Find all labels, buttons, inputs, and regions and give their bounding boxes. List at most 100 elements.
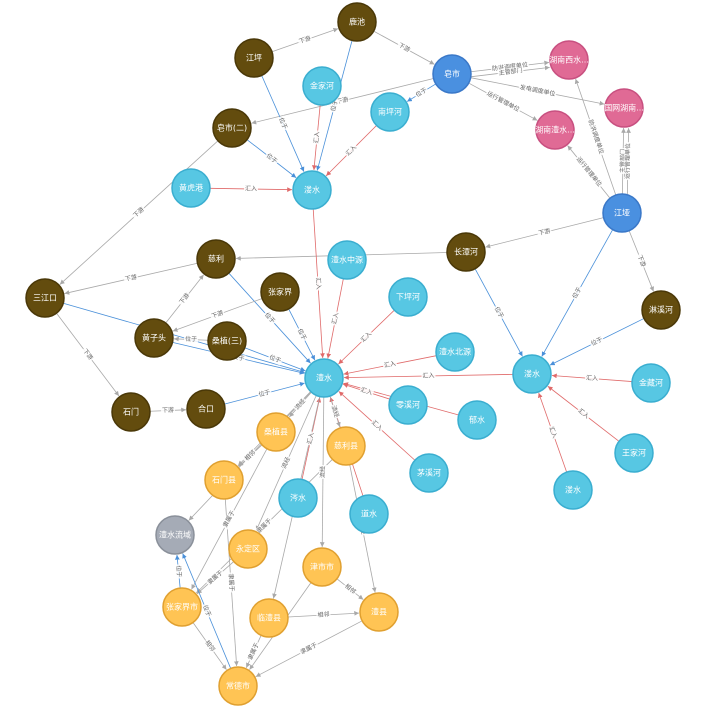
node-circle[interactable] xyxy=(388,385,428,425)
node-sangzhi3[interactable]: 桑植(三) xyxy=(207,321,247,361)
node-circle[interactable] xyxy=(553,470,593,510)
node-circle[interactable] xyxy=(370,92,410,132)
node-circle[interactable] xyxy=(432,54,472,94)
node-circle[interactable] xyxy=(292,170,332,210)
node-circle[interactable] xyxy=(327,240,367,280)
node-lishui[interactable]: 澧水 xyxy=(304,358,344,398)
node-shimenxian[interactable]: 石门县 xyxy=(204,460,244,500)
node-zhaoshi[interactable]: 皂市 xyxy=(432,54,472,94)
node-lishuibeiyuan[interactable]: 澧水北源 xyxy=(435,332,475,372)
node-circle[interactable] xyxy=(535,110,575,150)
node-lixian[interactable]: 澧县 xyxy=(359,592,399,632)
node-circle[interactable] xyxy=(604,88,644,128)
node-huangzitou[interactable]: 黄子头 xyxy=(134,318,174,358)
node-circle[interactable] xyxy=(234,38,274,78)
node-circle[interactable] xyxy=(162,587,202,627)
node-changtan[interactable]: 长潭河 xyxy=(446,232,486,272)
edge-label-group: 相邻 xyxy=(202,638,218,655)
node-jinjiahe[interactable]: 金家河 xyxy=(302,66,342,106)
node-circle[interactable] xyxy=(641,290,681,330)
node-huanghugang[interactable]: 黄虎港 xyxy=(171,168,211,208)
node-zhangjiajieshi[interactable]: 张家界市 xyxy=(162,587,202,627)
node-circle[interactable] xyxy=(207,321,247,361)
node-fushui[interactable]: 涔水 xyxy=(278,478,318,518)
node-circle[interactable] xyxy=(204,460,244,500)
node-circle[interactable] xyxy=(326,426,366,466)
node-hunan_li2[interactable]: 湖南澧水... xyxy=(535,110,575,150)
node-circle[interactable] xyxy=(155,515,195,555)
node-sanjiangkou[interactable]: 三江口 xyxy=(25,278,65,318)
edge-sanjiangkou-lishui[interactable] xyxy=(63,302,305,374)
node-xiaping[interactable]: 下坪河 xyxy=(388,277,428,317)
node-wangjiahe[interactable]: 王家河 xyxy=(614,433,654,473)
node-lushui[interactable]: 溇水 xyxy=(512,354,552,394)
node-hunan_li[interactable]: 湖南西水... xyxy=(549,40,589,80)
node-circle[interactable] xyxy=(196,239,236,279)
node-circle[interactable] xyxy=(218,666,258,706)
node-maoxihe[interactable]: 茅溪河 xyxy=(409,453,449,493)
node-circle[interactable] xyxy=(186,389,226,429)
node-circle[interactable] xyxy=(614,433,654,473)
node-shimen[interactable]: 石门 xyxy=(111,392,151,432)
node-circle[interactable] xyxy=(602,193,642,233)
node-daoshui[interactable]: 道水 xyxy=(349,494,389,534)
edge-label-bg xyxy=(295,326,309,343)
node-circle[interactable] xyxy=(549,40,589,80)
node-xieshui2[interactable]: 溇水 xyxy=(553,470,593,510)
node-circle[interactable] xyxy=(435,332,475,372)
node-circle[interactable] xyxy=(278,478,318,518)
node-zaoshi2[interactable]: 皂市(二) xyxy=(212,108,252,148)
node-circle[interactable] xyxy=(409,453,449,493)
node-circle[interactable] xyxy=(388,277,428,317)
edge-label-bg xyxy=(312,130,322,145)
node-jinchanghe[interactable]: 金藏河 xyxy=(631,363,671,403)
node-cili[interactable]: 慈利 xyxy=(196,239,236,279)
node-jinshishi[interactable]: 津市市 xyxy=(302,547,342,587)
node-linlixian[interactable]: 临澧县 xyxy=(249,598,289,638)
node-circle[interactable] xyxy=(256,412,296,452)
node-circle[interactable] xyxy=(359,592,399,632)
edge-label: 隶属于 xyxy=(227,573,236,592)
node-circle[interactable] xyxy=(337,2,377,42)
node-circle[interactable] xyxy=(134,318,174,358)
node-cilixian[interactable]: 慈利县 xyxy=(326,426,366,466)
node-yushui[interactable]: 郁水 xyxy=(457,400,497,440)
edge-label: 汇入 xyxy=(330,312,340,325)
node-circle[interactable] xyxy=(304,358,344,398)
node-sangzhixian[interactable]: 桑植县 xyxy=(256,412,296,452)
node-changdeshi[interactable]: 常德市 xyxy=(218,666,258,706)
node-circle[interactable] xyxy=(111,392,151,432)
node-circle[interactable] xyxy=(249,598,289,638)
node-circle[interactable] xyxy=(302,66,342,106)
node-zhangjiajie[interactable]: 张家界 xyxy=(260,272,300,312)
node-circle[interactable] xyxy=(631,363,671,403)
edge-label-group: 运行管理单位 xyxy=(573,154,604,190)
node-circle[interactable] xyxy=(302,547,342,587)
node-yongdingqu[interactable]: 永定区 xyxy=(228,529,268,569)
node-circle[interactable] xyxy=(212,108,252,148)
node-circle[interactable] xyxy=(349,494,389,534)
edge-label: 主管部门 xyxy=(618,149,626,173)
node-circle[interactable] xyxy=(446,232,486,272)
node-circle[interactable] xyxy=(25,278,65,318)
node-circle[interactable] xyxy=(512,354,552,394)
node-lishuizhongyuan[interactable]: 澧水中源 xyxy=(327,240,367,280)
node-guowang[interactable]: 国网湖南... xyxy=(604,88,644,128)
node-xieshui[interactable]: 溇水 xyxy=(292,170,332,210)
node-lingxihe[interactable]: 零溪河 xyxy=(388,385,428,425)
node-circle[interactable] xyxy=(228,529,268,569)
edge-label-group: 位于 xyxy=(267,353,283,366)
node-linxihe[interactable]: 淋溪河 xyxy=(641,290,681,330)
node-circle[interactable] xyxy=(260,272,300,312)
node-jiangya[interactable]: 江垭 xyxy=(602,193,642,233)
node-hekou[interactable]: 合口 xyxy=(186,389,226,429)
node-jiangping[interactable]: 江坪 xyxy=(234,38,274,78)
edge-label-bg xyxy=(316,610,331,620)
node-circle[interactable] xyxy=(171,168,211,208)
node-yuchi[interactable]: 鹿池 xyxy=(337,2,377,42)
node-nanpinghe[interactable]: 南坪河 xyxy=(370,92,410,132)
node-circle[interactable] xyxy=(457,400,497,440)
node-lishuiliuyu[interactable]: 澧水流域 xyxy=(155,515,195,555)
